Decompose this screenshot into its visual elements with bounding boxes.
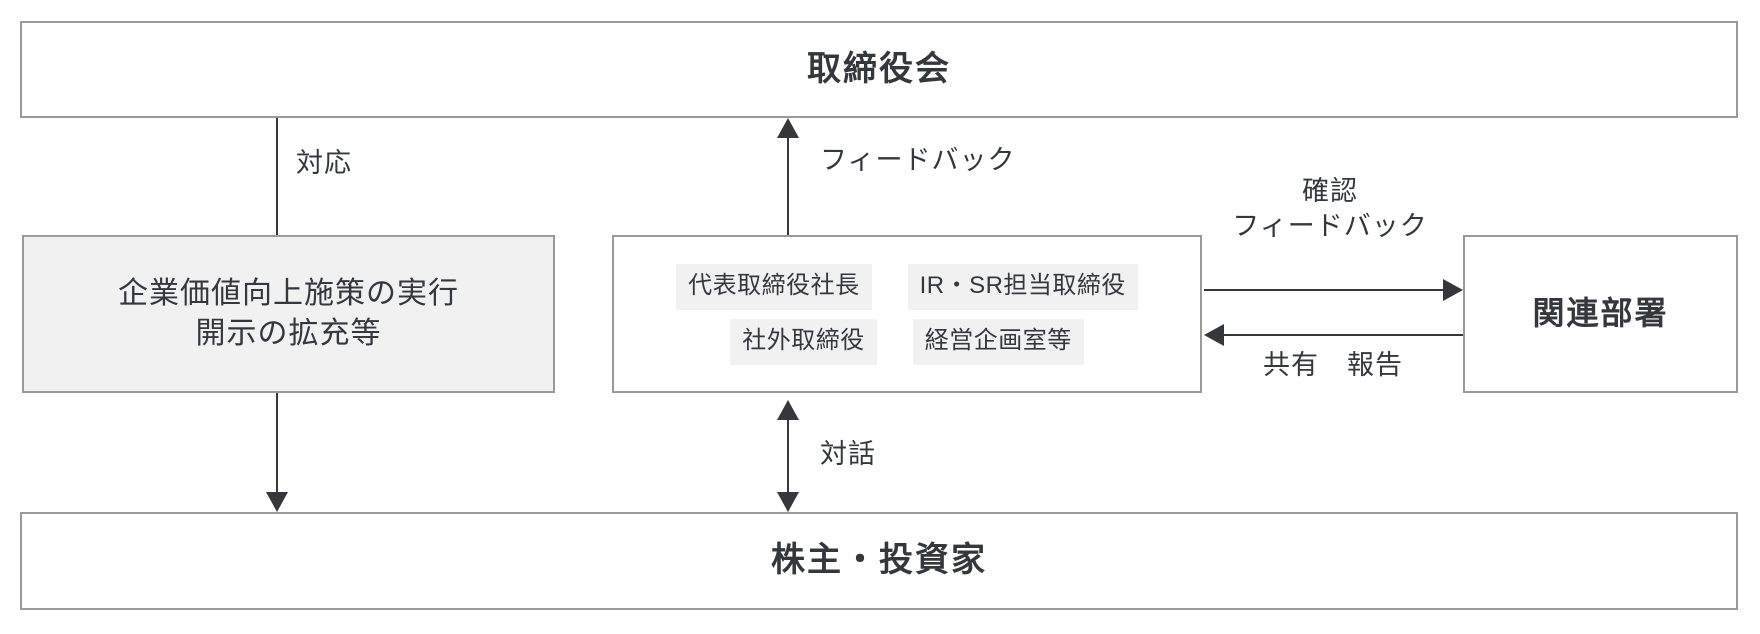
connector-ir-to-board-label: フィードバック: [820, 145, 1016, 175]
connector-board-to-measures-label: 対応: [296, 148, 352, 178]
connector-measures-to-shareholders-arrowhead: [266, 492, 288, 512]
connector-ir-to-related-label-line2: フィードバック: [1232, 211, 1428, 242]
box-measures-line1: 企業価値向上施策の実行: [118, 276, 459, 310]
box-related-label: 関連部署: [1532, 295, 1669, 332]
ir-team-tag-row-1: 代表取締役社長 IR・SR担当取締役: [614, 263, 1200, 310]
tag-corporate-planning: 経営企画室等: [912, 318, 1084, 365]
connector-ir-to-board-arrowhead: [777, 118, 799, 138]
connector-ir-to-shareholders-arrowhead-down: [777, 492, 799, 512]
connector-related-to-ir-line: [1224, 334, 1463, 336]
connector-related-to-ir-arrowhead: [1204, 324, 1224, 346]
box-value-enhancement-measures: 企業価値向上施策の実行 開示の拡充等: [22, 235, 555, 393]
box-shareholders-investors: 株主・投資家: [20, 512, 1738, 610]
tag-ir-sr-director: IR・SR担当取締役: [907, 263, 1138, 310]
connector-ir-to-related-line: [1204, 289, 1443, 291]
connector-ir-to-related-label: 確認 フィードバック: [1232, 174, 1427, 244]
box-ir-sr-team: 代表取締役社長 IR・SR担当取締役 社外取締役 経営企画室等: [612, 235, 1202, 393]
ir-team-tag-row-2: 社外取締役 経営企画室等: [614, 318, 1200, 365]
connector-ir-to-related-arrowhead: [1443, 279, 1463, 301]
tag-representative-director: 代表取締役社長: [676, 263, 872, 310]
box-shareholders-label: 株主・投資家: [771, 541, 987, 580]
connector-ir-to-shareholders-line: [787, 418, 789, 494]
box-measures-line2: 開示の拡充等: [195, 317, 382, 350]
connector-ir-to-shareholders-label: 対話: [820, 439, 876, 469]
connector-related-to-ir-label: 共有 報告: [1263, 350, 1403, 380]
box-measures-text: 企業価値向上施策の実行 開示の拡充等: [118, 274, 459, 355]
connector-board-to-measures-line: [276, 118, 278, 235]
tag-outside-director: 社外取締役: [730, 318, 877, 365]
box-related-departments: 関連部署: [1463, 235, 1738, 393]
box-board-label: 取締役会: [807, 49, 951, 88]
ir-team-tag-rows: 代表取締役社長 IR・SR担当取締役 社外取締役 経営企画室等: [614, 237, 1200, 391]
connector-ir-to-shareholders-arrowhead-up: [777, 400, 799, 420]
connector-measures-to-shareholders-line: [276, 393, 278, 494]
box-board-of-directors: 取締役会: [20, 21, 1738, 118]
connector-ir-to-board-line: [787, 136, 789, 235]
connector-ir-to-related-label-line1: 確認: [1302, 176, 1358, 206]
